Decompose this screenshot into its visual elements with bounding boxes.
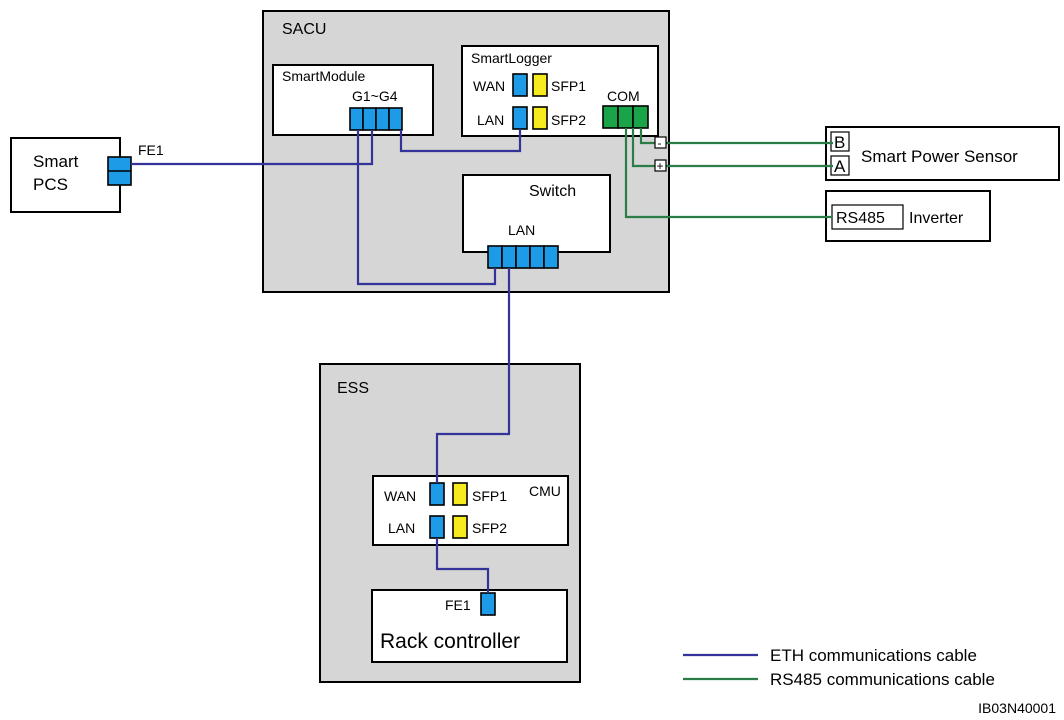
sensor-minus-marker: [654, 136, 667, 149]
smartlogger-com-port-3: [632, 105, 649, 129]
rack-controller-fe1-port: [480, 592, 496, 616]
sensor-terminal-b: [830, 131, 850, 152]
cmu-sfp1-port: [452, 482, 468, 506]
smartlogger-sfp1-port: [532, 73, 548, 97]
switch-lan-port-3: [515, 245, 531, 269]
sensor-terminal-b-label: B: [834, 133, 845, 152]
legend: ETH communications cable RS485 communica…: [683, 646, 995, 689]
inverter-title: Inverter: [909, 210, 964, 227]
smartlogger-sfp2-label: SFP2: [551, 112, 586, 128]
smartlogger-com-label: COM: [607, 88, 640, 104]
switch-title: Switch: [529, 183, 576, 200]
inverter-box: RS485 Inverter: [825, 190, 991, 242]
cmu-box: CMU WAN SFP1 LAN SFP2: [372, 475, 569, 546]
smart-pcs-box: Smart PCS FE1: [10, 137, 164, 213]
rs485-cables: - +: [624, 128, 833, 219]
smartmodule-port-g4: [388, 107, 403, 131]
sensor-plus-label: +: [657, 159, 664, 173]
smart-power-sensor-box: B A Smart Power Sensor: [825, 126, 1060, 181]
smartmodule-ports-label: G1~G4: [352, 88, 398, 104]
smartmodule-title: SmartModule: [282, 68, 365, 84]
sensor-minus-label: -: [658, 136, 662, 150]
sensor-plus-marker: [654, 159, 667, 172]
cmu-title: CMU: [529, 483, 561, 499]
cable-com-to-sensor-a: [631, 128, 833, 168]
cable-switch-to-cmu: [435, 268, 511, 483]
cmu-wan-port: [429, 482, 445, 506]
pcs-label-line1: Smart: [33, 152, 79, 171]
sensor-terminal-a-label: A: [834, 157, 846, 176]
smartlogger-box: SmartLogger WAN SFP1 LAN SFP2 COM: [461, 45, 659, 137]
smartmodule-port-g2: [362, 107, 377, 131]
smartlogger-title: SmartLogger: [471, 50, 552, 66]
rack-controller-title: Rack controller: [380, 630, 520, 653]
inverter-rs485-label: RS485: [836, 210, 885, 227]
cable-smartmodule-to-switch: [356, 130, 497, 286]
cable-cmu-to-rack-controller: [435, 538, 490, 593]
pcs-fe1-label: FE1: [138, 142, 164, 158]
cmu-sfp2-label: SFP2: [472, 520, 507, 536]
smartlogger-sfp1-label: SFP1: [551, 78, 586, 94]
cable-com-to-inverter: [624, 128, 832, 219]
inverter-rs485-port: [831, 204, 904, 230]
legend-rs485-label: RS485 communications cable: [770, 670, 995, 689]
smartlogger-com-port-2: [617, 105, 634, 129]
smartlogger-lan-port: [512, 106, 528, 130]
cable-com-to-sensor-b: [639, 128, 833, 145]
rack-controller-fe1-label: FE1: [445, 597, 471, 613]
smartmodule-port-g3: [375, 107, 390, 131]
cmu-lan-port: [429, 515, 445, 539]
switch-lan-port-4: [529, 245, 545, 269]
cable-smartmodule-to-smartlogger: [399, 129, 522, 153]
cmu-lan-label: LAN: [388, 520, 415, 536]
switch-lan-label: LAN: [508, 222, 535, 238]
switch-lan-port-1: [487, 245, 503, 269]
switch-box: Switch LAN: [462, 174, 611, 269]
eth-cables: [131, 129, 522, 593]
cmu-sfp1-label: SFP1: [472, 488, 507, 504]
cable-pcs-to-smartmodule: [131, 130, 374, 166]
smartlogger-wan-label: WAN: [473, 78, 505, 94]
switch-lan-port-5: [543, 245, 559, 269]
figure-id: IB03N40001: [978, 700, 1056, 716]
rack-controller-box: FE1 Rack controller: [371, 589, 568, 663]
smartlogger-lan-label: LAN: [477, 112, 504, 128]
smartmodule-box: SmartModule G1~G4: [272, 64, 434, 136]
smartlogger-sfp2-port: [532, 106, 548, 130]
switch-lan-port-2: [501, 245, 517, 269]
sacu-title: SACU: [282, 21, 326, 38]
cmu-wan-label: WAN: [384, 488, 416, 504]
ess-title: ESS: [337, 380, 369, 397]
pcs-label-line2: PCS: [33, 175, 68, 194]
legend-eth-label: ETH communications cable: [770, 646, 977, 665]
cmu-sfp2-port: [452, 515, 468, 539]
smartmodule-port-g1: [349, 107, 364, 131]
smartlogger-com-port-1: [602, 105, 619, 129]
sensor-title: Smart Power Sensor: [861, 147, 1018, 166]
smartlogger-wan-port: [512, 73, 528, 97]
